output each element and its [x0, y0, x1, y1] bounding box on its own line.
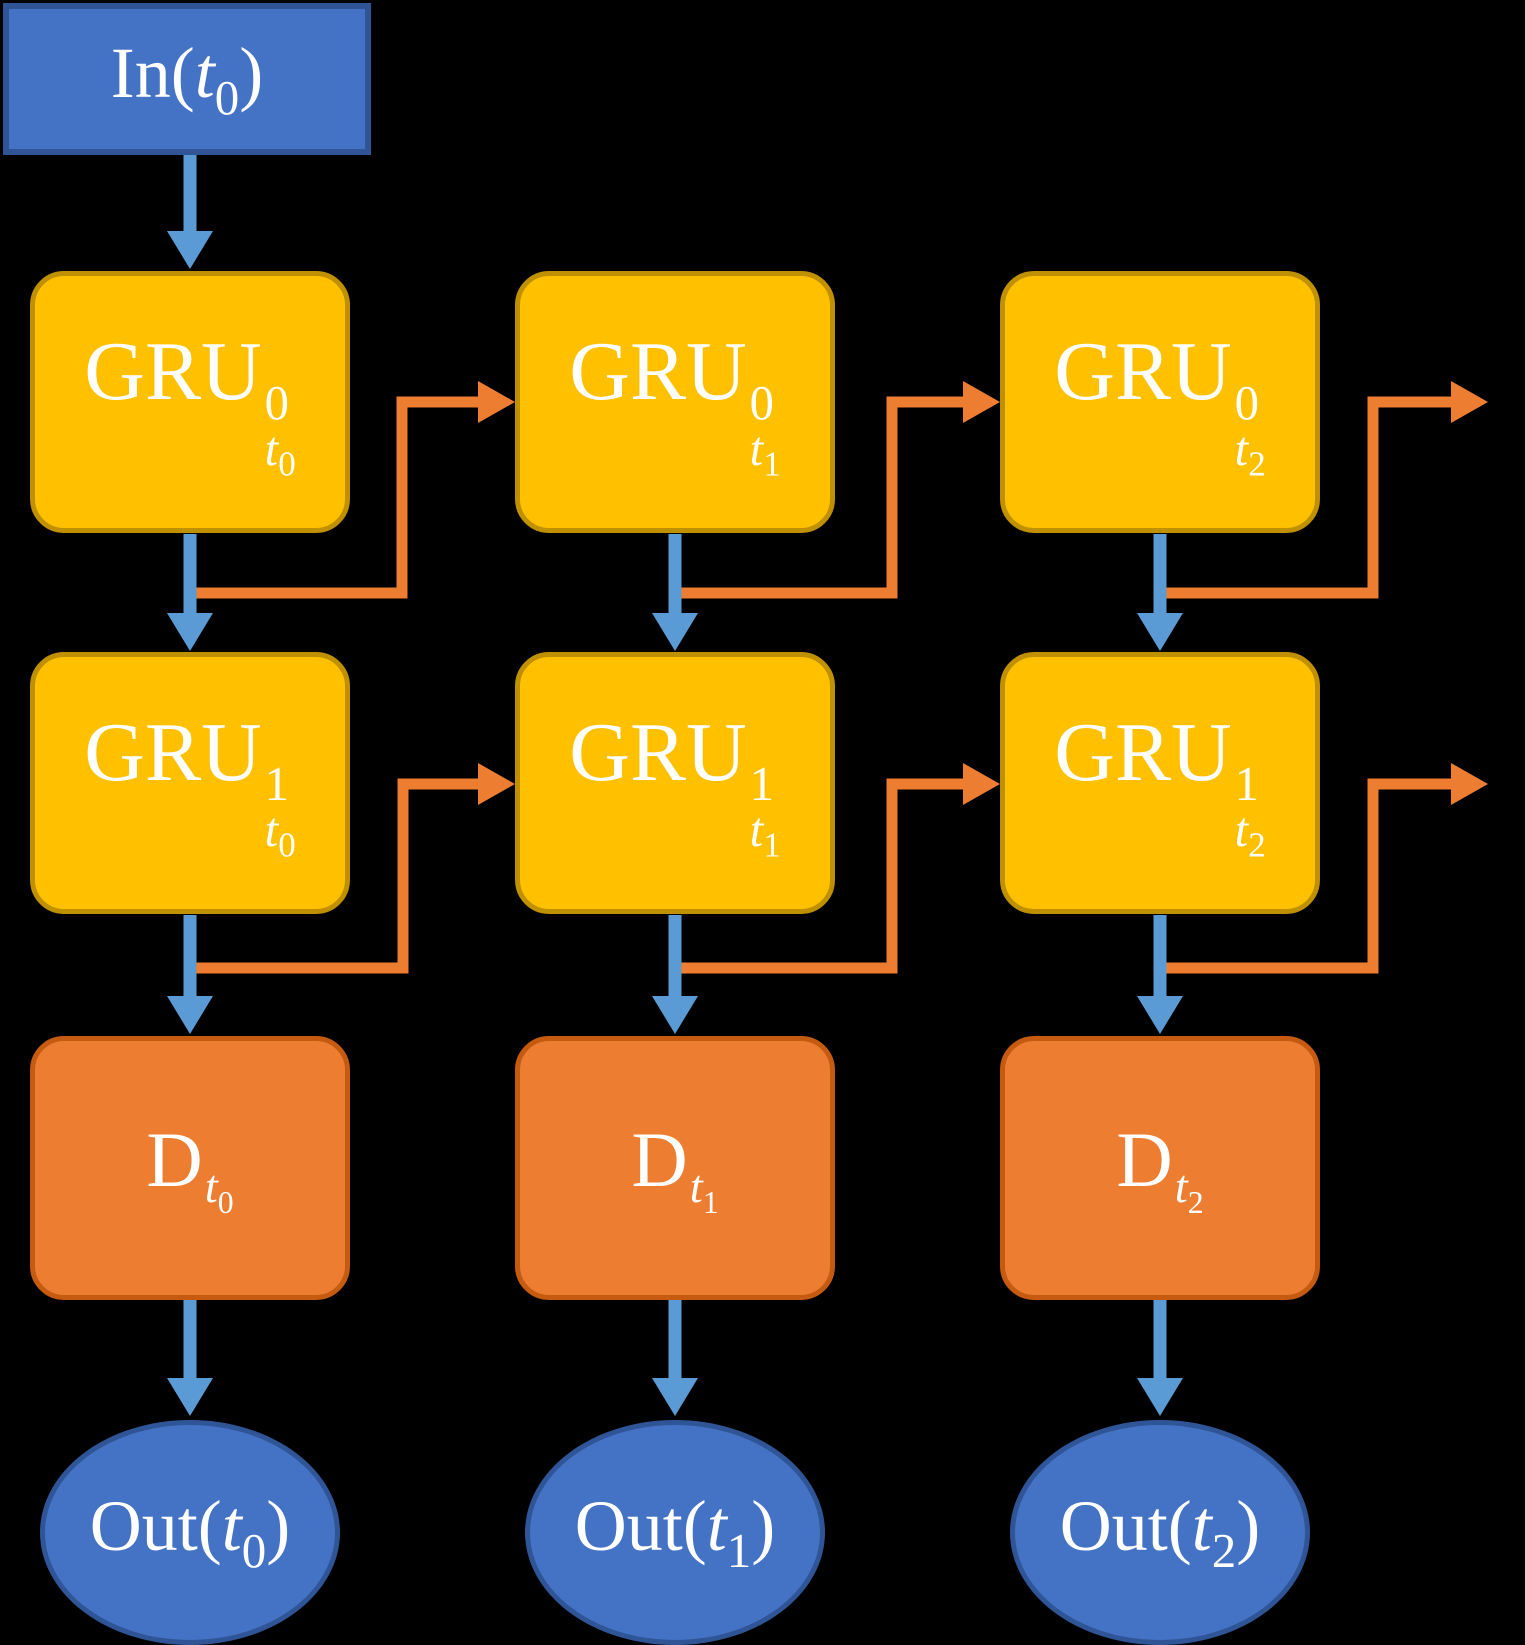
arrow-gru-l1-t2-to-dense-t2: [1137, 915, 1183, 1034]
arrow-down-icon: [167, 613, 213, 651]
output-label: Out(t1): [574, 1486, 776, 1579]
recurrent-arrow-layer1-t1-t2: [675, 763, 1000, 974]
arrow-down-icon: [652, 996, 698, 1034]
arrow-input-to-gru-l0-t0: [167, 155, 213, 269]
output-label: Out(t0): [89, 1486, 291, 1579]
arrow-down-icon: [167, 231, 213, 269]
arrow-dense-t2-to-output-t2: [1137, 1300, 1183, 1416]
arrow-right-icon: [1451, 381, 1488, 423]
recurrent-arrow-layer0-t0-t1: [190, 381, 515, 599]
arrow-gru-l0-t2-to-gru-l1-t2: [1137, 534, 1183, 651]
arrow-gru-l1-t1-to-dense-t1: [652, 915, 698, 1034]
arrow-down-icon: [652, 613, 698, 651]
recurrent-arrow-layer1-t2-out: [1160, 763, 1488, 974]
dense-node-t0: Dt0: [30, 1036, 350, 1300]
output-node-t0: Out(t0): [40, 1420, 340, 1645]
dense-label: Dt1: [631, 1115, 719, 1221]
dense-label: Dt0: [146, 1115, 234, 1221]
arrow-down-icon: [167, 1378, 213, 1416]
arrow-right-icon: [478, 763, 515, 805]
arrow-right-icon: [478, 381, 515, 423]
output-node-t2: Out(t2): [1010, 1420, 1310, 1645]
arrow-down-icon: [1137, 1378, 1183, 1416]
arrow-down-icon: [652, 1378, 698, 1416]
arrow-down-icon: [167, 996, 213, 1034]
arrow-gru-l1-t0-to-dense-t0: [167, 915, 213, 1034]
arrow-right-icon: [1451, 763, 1488, 805]
output-label: Out(t2): [1059, 1486, 1261, 1579]
arrow-right-icon: [963, 763, 1000, 805]
dense-node-t2: Dt2: [1000, 1036, 1320, 1300]
arrow-down-icon: [1137, 996, 1183, 1034]
arrow-down-icon: [1137, 613, 1183, 651]
recurrent-arrow-layer0-t2-out: [1160, 381, 1488, 599]
dense-node-t1: Dt1: [515, 1036, 835, 1300]
output-node-t1: Out(t1): [525, 1420, 825, 1645]
arrow-right-icon: [963, 381, 1000, 423]
input-label: In(t0): [110, 32, 264, 126]
input-node-t0: In(t0): [3, 3, 371, 155]
recurrent-arrow-layer0-t1-t2: [675, 381, 1000, 599]
arrow-dense-t1-to-output-t1: [652, 1300, 698, 1416]
arrow-dense-t0-to-output-t0: [167, 1300, 213, 1416]
arrow-gru-l0-t1-to-gru-l1-t1: [652, 534, 698, 651]
recurrent-arrow-layer1-t0-t1: [190, 763, 515, 974]
dense-label: Dt2: [1116, 1115, 1204, 1221]
arrow-gru-l0-t0-to-gru-l1-t0: [167, 534, 213, 651]
